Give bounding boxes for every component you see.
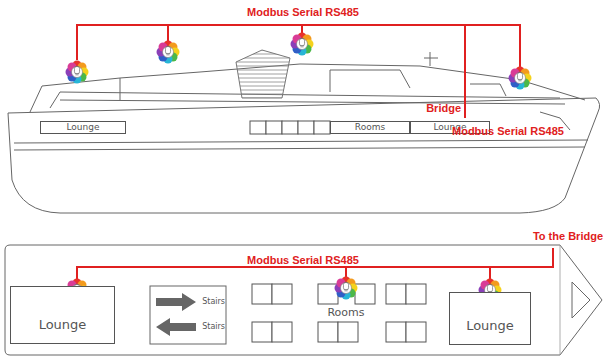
bus-label: Bridge bbox=[426, 102, 461, 114]
stairs-arrow: Stairs bbox=[154, 292, 227, 312]
bus-label: Modbus Serial RS485 bbox=[247, 254, 359, 266]
arrow-shape bbox=[154, 292, 198, 312]
room-name: Stairs bbox=[202, 298, 225, 307]
room-box: Lounge bbox=[10, 286, 115, 344]
room-box: Lounge bbox=[449, 292, 531, 345]
room-name: Stairs bbox=[202, 323, 225, 332]
room-name: Lounge bbox=[39, 318, 87, 332]
bus-label: Modbus Serial RS485 bbox=[247, 6, 359, 18]
room-name: Rooms bbox=[355, 123, 385, 133]
room-box: Rooms bbox=[330, 121, 410, 134]
room-name: Lounge bbox=[66, 123, 99, 133]
area-label: Rooms bbox=[327, 307, 364, 319]
stairs-arrow: Stairs bbox=[154, 317, 227, 337]
bus-label: To the Bridge bbox=[533, 230, 603, 242]
bus-label: Modbus Serial RS485 bbox=[452, 125, 564, 137]
room-box: Lounge bbox=[40, 121, 126, 134]
arrow-shape bbox=[154, 317, 198, 337]
room-name: Lounge bbox=[466, 319, 514, 333]
